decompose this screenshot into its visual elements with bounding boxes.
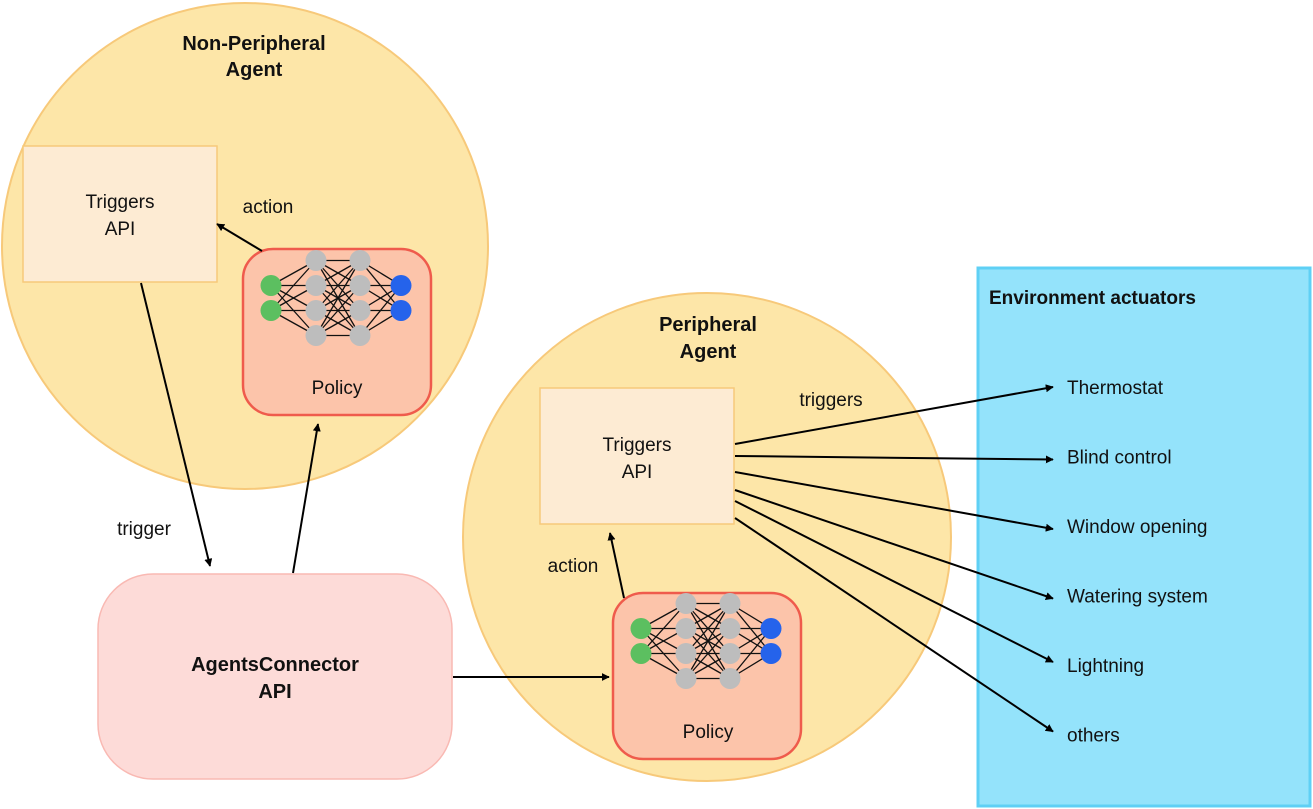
trigger-arrow xyxy=(140,282,213,567)
nn-connection xyxy=(640,603,687,654)
environment-actuators-title: Environment actuators xyxy=(989,288,1196,309)
trigger-arrow-to-actuator xyxy=(734,500,1054,663)
np-neural-network-icon xyxy=(260,250,412,346)
nn-connection xyxy=(729,628,772,679)
agents-connector-api-box[interactable] xyxy=(97,573,453,780)
p-triggers-api-label-2: API xyxy=(622,462,653,483)
np-action-label: action xyxy=(243,197,294,218)
trigger-arrow-to-actuator xyxy=(734,455,1054,464)
nn-node xyxy=(719,668,741,689)
agents-connector-label-1: AgentsConnector xyxy=(191,654,359,676)
nn-connection xyxy=(315,260,361,336)
nn-connection xyxy=(315,285,361,336)
connector-to-np-policy-arrow xyxy=(292,423,321,574)
nn-node xyxy=(760,618,782,639)
p-policy-label: Policy xyxy=(683,722,734,743)
actuator-thermostat: Thermostat xyxy=(1067,378,1164,399)
trigger-arrow-to-actuator xyxy=(734,471,1054,532)
nn-node xyxy=(719,618,741,639)
np-triggers-api-label-1: Triggers xyxy=(86,192,155,213)
nn-connection xyxy=(359,285,402,336)
nn-node xyxy=(349,250,371,271)
nn-node xyxy=(305,300,327,321)
peripheral-agent-title-2: Agent xyxy=(680,341,737,363)
nn-node xyxy=(305,250,327,271)
nn-node xyxy=(390,275,412,296)
nn-node xyxy=(675,668,697,689)
nn-node xyxy=(305,275,327,296)
nn-node xyxy=(305,325,327,346)
nn-node xyxy=(719,643,741,664)
nn-node xyxy=(349,275,371,296)
nn-node xyxy=(260,275,282,296)
nn-node xyxy=(349,300,371,321)
np-triggers-api-box[interactable] xyxy=(22,145,218,283)
nn-node xyxy=(390,300,412,321)
trigger-arrow-to-actuator xyxy=(734,489,1054,600)
trigger-label: trigger xyxy=(117,519,172,540)
non-peripheral-agent-title-2: Agent xyxy=(226,59,283,81)
trigger-arrow-to-actuator xyxy=(734,384,1054,445)
actuator-blind-control: Blind control xyxy=(1067,448,1172,469)
actuator-lightning: Lightning xyxy=(1067,656,1144,677)
nn-node xyxy=(630,643,652,664)
nn-connection xyxy=(270,260,317,311)
p-neural-network-icon xyxy=(630,593,782,689)
actuator-watering-system: Watering system xyxy=(1067,587,1208,608)
actuator-others: others xyxy=(1067,726,1120,747)
non-peripheral-agent-title-1: Non-Peripheral xyxy=(182,33,325,55)
nn-connection xyxy=(685,603,731,679)
np-action-arrow xyxy=(216,223,263,252)
nn-node xyxy=(719,593,741,614)
nn-node xyxy=(675,593,697,614)
p-action-label: action xyxy=(548,556,599,577)
nn-node xyxy=(630,618,652,639)
nn-node xyxy=(260,300,282,321)
actuator-window-opening: Window opening xyxy=(1067,517,1207,538)
trigger-arrow-to-actuator xyxy=(734,517,1054,733)
np-policy-label: Policy xyxy=(312,378,363,399)
peripheral-agent-title-1: Peripheral xyxy=(659,314,757,336)
nn-node xyxy=(760,643,782,664)
nn-connection xyxy=(685,628,731,679)
actuator-trigger-arrows xyxy=(734,384,1054,733)
p-triggers-api-box[interactable] xyxy=(539,387,735,525)
p-action-arrow xyxy=(607,532,625,599)
nn-connection xyxy=(315,260,361,311)
p-policy-box[interactable] xyxy=(611,591,803,761)
nn-node xyxy=(349,325,371,346)
environment-actuators-box xyxy=(976,266,1312,808)
nn-node xyxy=(675,643,697,664)
agents-connector-label-2: API xyxy=(258,681,291,703)
nn-node xyxy=(675,618,697,639)
np-triggers-api-label-2: API xyxy=(105,219,136,240)
nn-connection xyxy=(685,603,731,654)
p-triggers-api-label-1: Triggers xyxy=(603,435,672,456)
p-triggers-label: triggers xyxy=(799,390,862,411)
